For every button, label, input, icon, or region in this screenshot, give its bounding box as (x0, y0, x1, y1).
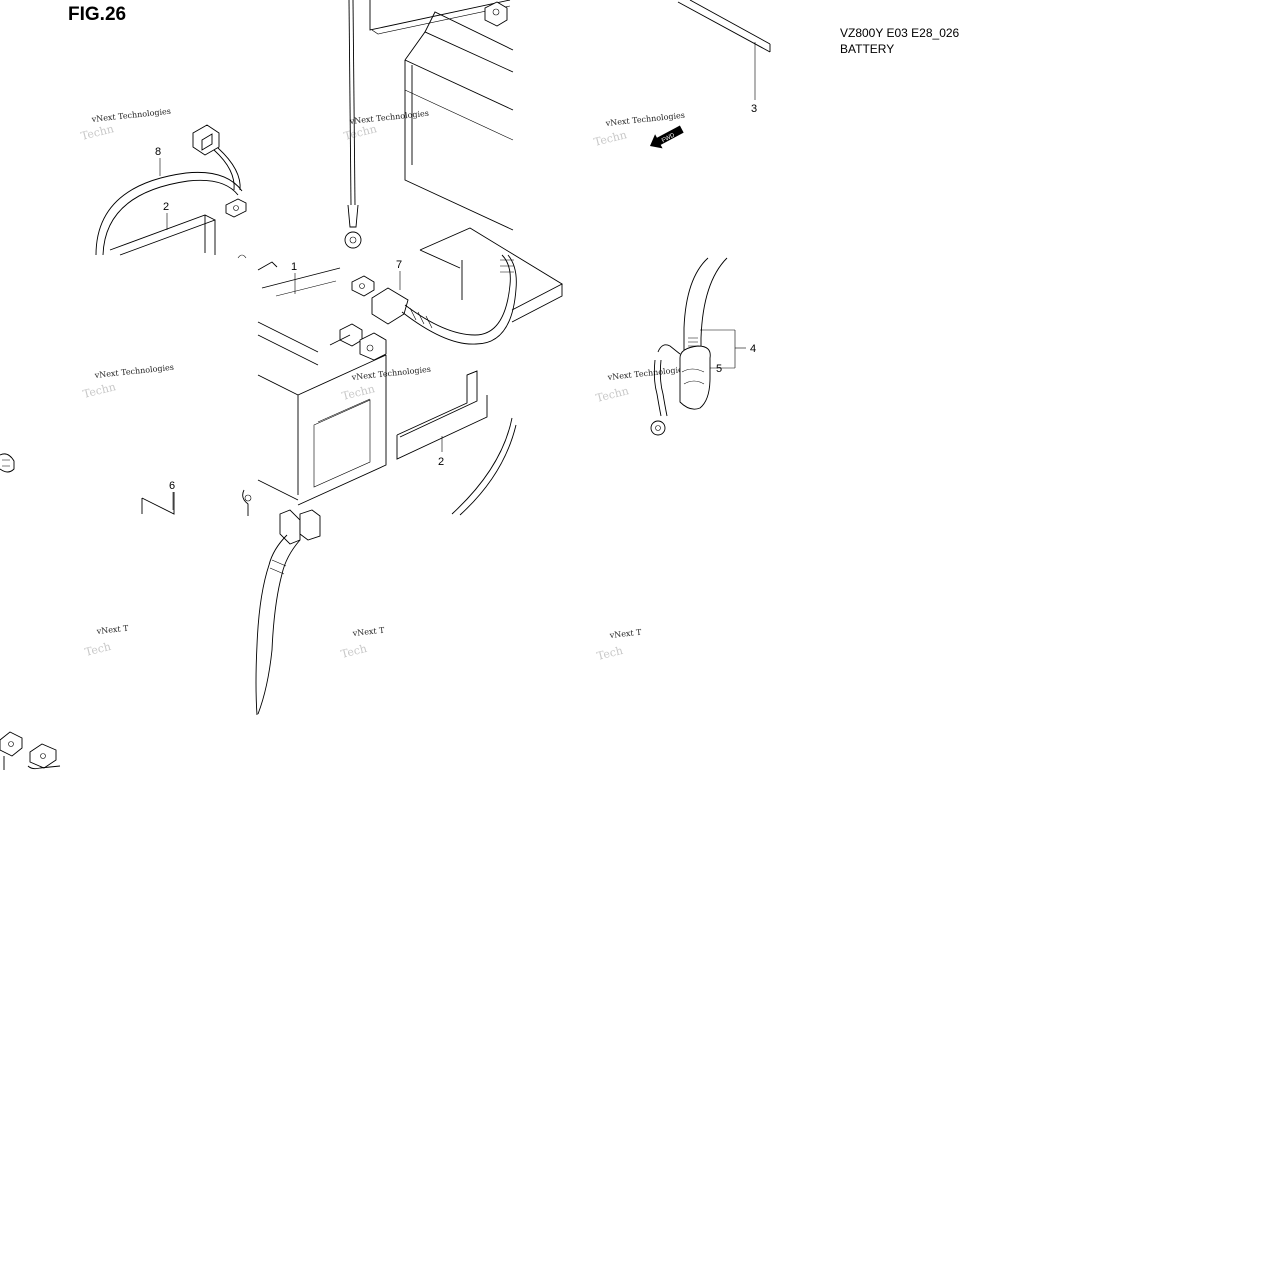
watermark: vNext Technologies (348, 109, 429, 126)
watermark: vNext Technologies (350, 365, 431, 382)
watermark: vNext T (608, 628, 642, 640)
negative-cable-tile (242, 489, 321, 716)
cable-tile (650, 257, 746, 436)
terminal-tile (0, 731, 61, 770)
watermarks: Techn vNext Technologies Techn vNext Tec… (80, 107, 688, 663)
watermark-ghost: Techn (82, 380, 117, 401)
callout-2: 2 (163, 201, 169, 213)
fwd-arrow-icon: FWD (649, 125, 684, 149)
callout-4: 4 (750, 343, 756, 355)
watermark: vNext Technologies (93, 363, 174, 380)
battery-label-tile: FWD (649, 0, 771, 149)
callout-6: 6 (169, 480, 175, 492)
callout-5: 5 (716, 363, 722, 375)
callouts: 8 2 1 7 3 4 5 2 6 (155, 103, 757, 510)
battery-top-tile (344, 0, 514, 249)
watermark: vNext T (95, 624, 129, 636)
watermark: vNext T (351, 626, 385, 638)
watermark: vNext Technologies (604, 111, 685, 128)
callout-1: 1 (291, 261, 297, 273)
watermark-ghost: Techn (343, 122, 378, 143)
model-code: VZ800Y E03 E28_026 (840, 26, 960, 40)
watermark-ghost: Tech (84, 640, 113, 659)
watermark-ghost: Tech (340, 642, 369, 661)
watermark: vNext Technologies (90, 107, 171, 124)
watermark-ghost: Techn (595, 384, 630, 405)
callout-2-lower: 2 (438, 456, 444, 468)
watermark-ghost: Tech (596, 644, 625, 663)
callout-3: 3 (751, 103, 757, 115)
figure-name: BATTERY (840, 42, 895, 56)
edge-parts-tile (0, 453, 175, 515)
callout-7: 7 (396, 259, 402, 271)
figure-info: VZ800Y E03 E28_026 BATTERY (840, 25, 959, 57)
harness-tile (95, 124, 247, 259)
watermark-ghost: Techn (341, 382, 376, 403)
callout-8: 8 (155, 146, 161, 158)
watermark: vNext Technologies (606, 365, 687, 382)
watermark-ghost: Techn (593, 128, 628, 149)
battery-main-tile (257, 227, 563, 516)
figure-title: FIG.26 (68, 4, 127, 25)
watermark-ghost: Techn (80, 122, 115, 143)
